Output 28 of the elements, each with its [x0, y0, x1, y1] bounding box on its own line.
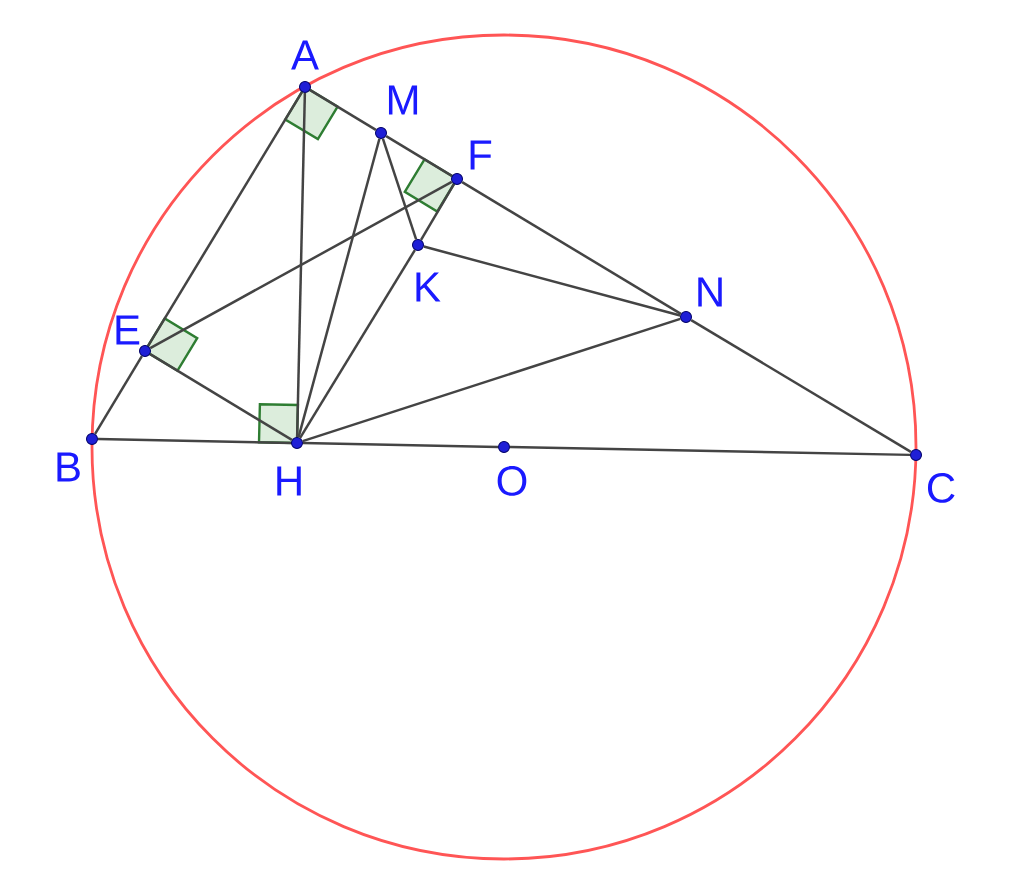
line-segment — [149, 180, 453, 350]
line-segment — [147, 91, 303, 347]
line-segment — [381, 138, 418, 240]
line-segment — [299, 249, 416, 439]
line-segment — [309, 89, 377, 131]
point-label: M — [388, 85, 418, 115]
point-label: N — [698, 277, 722, 307]
line-segment — [690, 319, 912, 453]
point-label: C — [927, 473, 955, 503]
line-segment — [94, 355, 143, 435]
line-segment — [302, 317, 681, 443]
point-label: A — [291, 40, 319, 70]
point-label: H — [277, 466, 301, 496]
line-segment — [385, 135, 453, 177]
line-segment — [297, 138, 381, 438]
line-segment — [461, 181, 682, 315]
line-segment — [295, 92, 307, 438]
line-segment — [509, 445, 911, 457]
line-segment — [149, 353, 293, 441]
point-label: K — [416, 272, 441, 302]
line-segment — [302, 441, 499, 449]
line-segment — [97, 437, 292, 445]
line-segment — [420, 183, 456, 241]
point-label: B — [57, 452, 80, 482]
point-label: E — [116, 315, 140, 345]
point-label: O — [497, 466, 527, 496]
line-segment — [423, 245, 681, 317]
point-label: F — [470, 140, 492, 170]
